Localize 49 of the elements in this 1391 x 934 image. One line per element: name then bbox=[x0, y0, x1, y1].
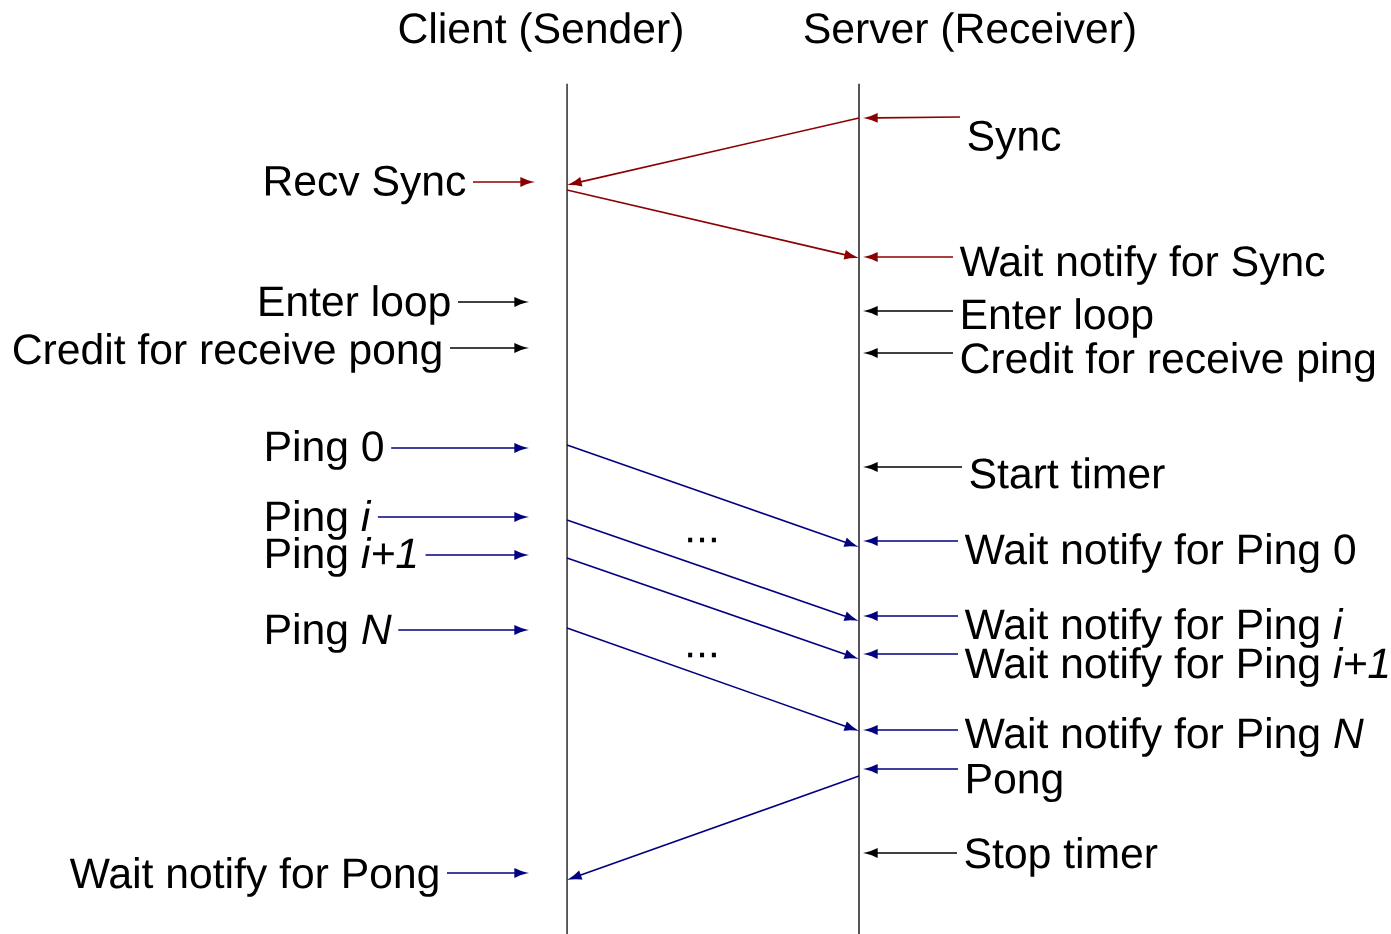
ellipsis: ... bbox=[688, 652, 716, 658]
step-label: Ping N bbox=[267, 613, 392, 653]
message-arrow bbox=[566, 189, 857, 260]
arrow bbox=[865, 252, 954, 262]
step-label: Credit for receive ping bbox=[961, 342, 1375, 382]
arrow bbox=[865, 348, 954, 358]
arrow bbox=[446, 868, 527, 878]
message-arrow bbox=[566, 444, 857, 547]
arrow bbox=[865, 764, 959, 774]
step-label: Wait notify for Ping 0 bbox=[964, 533, 1355, 573]
arrow bbox=[397, 625, 527, 635]
lifeline-heading: Server (Receiver) bbox=[804, 12, 1135, 52]
arrow bbox=[865, 725, 959, 735]
arrow bbox=[865, 536, 959, 546]
step-label: Sync bbox=[968, 120, 1061, 160]
step-label: Stop timer bbox=[965, 837, 1158, 877]
lifeline bbox=[858, 83, 860, 934]
arrow bbox=[865, 113, 961, 123]
step-label: Enter loop bbox=[963, 298, 1153, 338]
arrow bbox=[449, 343, 527, 353]
arrow bbox=[472, 177, 533, 187]
message-arrow bbox=[566, 519, 857, 621]
message-arrow bbox=[566, 627, 857, 731]
arrow bbox=[377, 512, 527, 522]
step-label: Wait notify for Ping i+1 bbox=[964, 647, 1388, 687]
arrow bbox=[865, 462, 963, 472]
step-label: Wait notify for Ping N bbox=[964, 717, 1364, 757]
arrow bbox=[865, 649, 959, 659]
step-label: Wait notify for Pong bbox=[69, 857, 438, 897]
step-label: Pong bbox=[968, 763, 1062, 803]
step-label: Start timer bbox=[970, 457, 1165, 489]
arrow bbox=[390, 443, 527, 453]
message-arrow bbox=[566, 557, 857, 659]
step-label: Recv Sync bbox=[266, 165, 466, 205]
step-label: Credit for receive pong bbox=[13, 333, 441, 373]
arrow bbox=[424, 550, 527, 560]
step-label: Wait notify for Sync bbox=[959, 245, 1325, 285]
lifeline bbox=[566, 83, 568, 934]
arrow bbox=[865, 306, 954, 316]
arrow bbox=[865, 848, 958, 858]
message-arrow bbox=[569, 117, 860, 187]
lifeline-heading: Client (Sender) bbox=[399, 12, 682, 52]
arrow bbox=[457, 297, 527, 307]
step-label: Wait notify for Ping i bbox=[964, 608, 1344, 648]
step-label: Ping 0 bbox=[267, 430, 383, 470]
message-arrow bbox=[569, 775, 860, 880]
ellipsis: ... bbox=[688, 537, 716, 543]
arrow bbox=[865, 611, 959, 621]
step-label: Enter loop bbox=[260, 285, 450, 325]
